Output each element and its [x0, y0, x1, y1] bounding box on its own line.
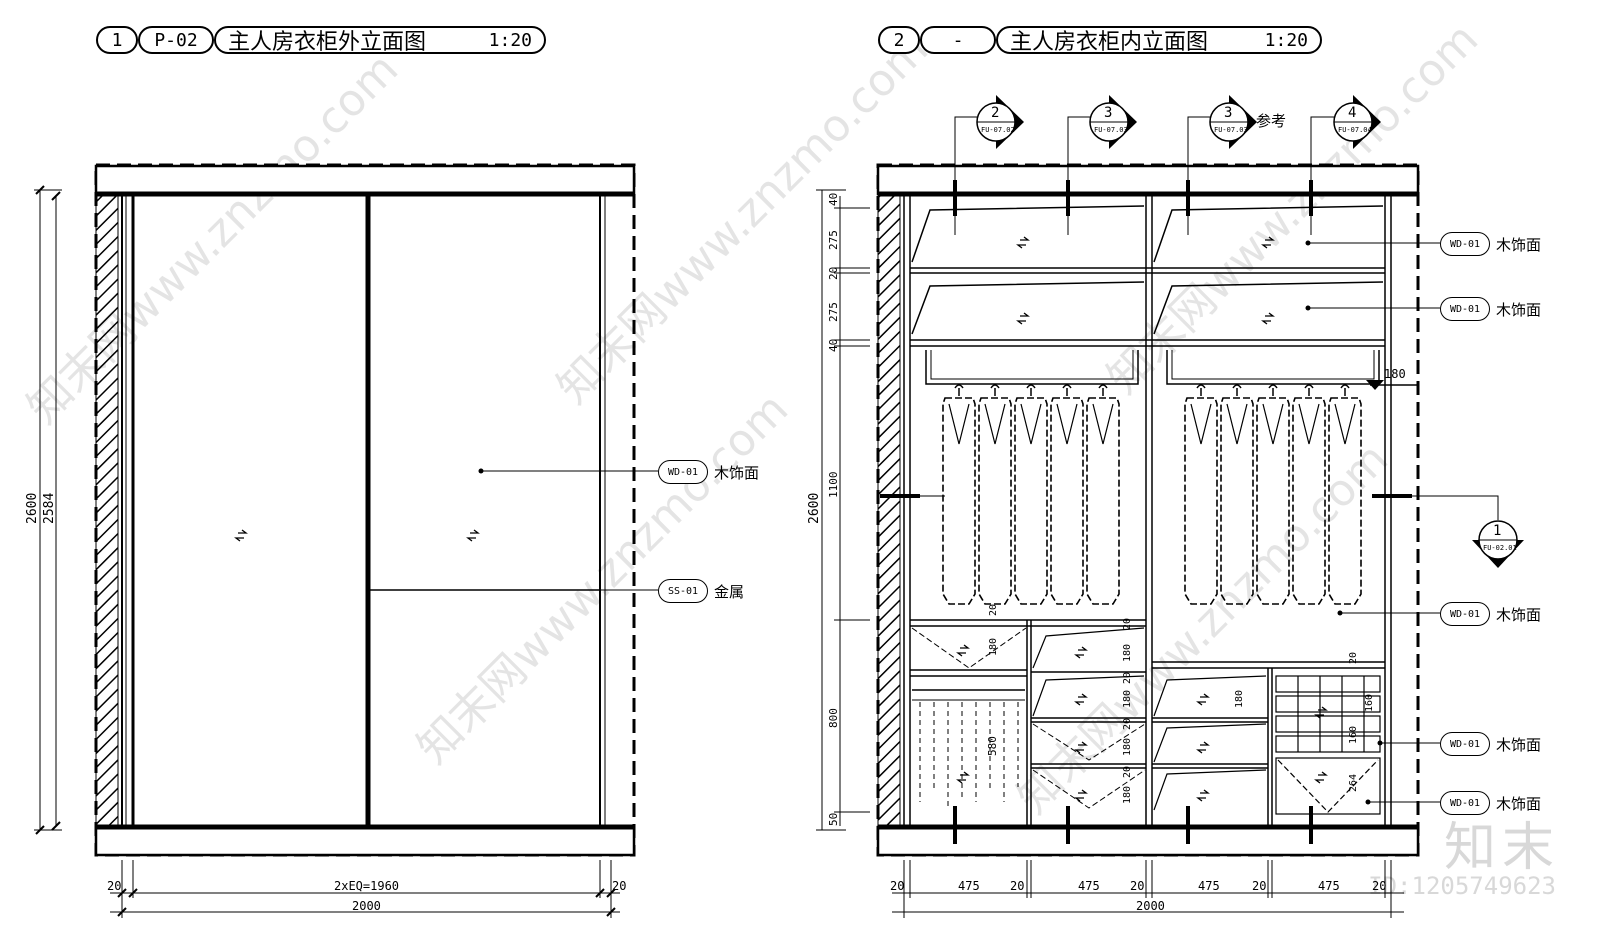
right-callout-5-tag: WD-01 — [1440, 791, 1490, 815]
right-title-ref: - — [920, 26, 996, 54]
section-marker-2: 3 FU-07.03 — [1089, 95, 1137, 149]
right-callout-1-tag: WD-01 — [1440, 232, 1490, 256]
inner-dim-3: 180 — [1122, 644, 1133, 662]
left-dim-span: 2xEQ=1960 — [334, 879, 399, 893]
right-callout-2-tag: WD-01 — [1440, 297, 1490, 321]
section-marker-3-note: 参考 — [1256, 112, 1286, 130]
side-marker-ref: FU-02.01 — [1483, 544, 1517, 552]
right-callout-5: WD-01 木饰面 — [1440, 791, 1541, 815]
left-title-name: 主人房衣柜外立面图 — [228, 30, 427, 55]
inner-dim-4: 20 — [1122, 672, 1133, 684]
right-dim-bottom-2: 20 — [1010, 879, 1024, 893]
right-callout-3: WD-01 木饰面 — [1440, 602, 1541, 626]
left-title-block: 1 P-02 主人房衣柜外立面图 1:20 — [96, 24, 546, 56]
inner-dim-9: 180 — [1122, 786, 1133, 804]
right-title-pill: 主人房衣柜内立面图 1:20 — [996, 26, 1322, 55]
inner-dim-6: 20 — [1122, 718, 1133, 730]
right-dim-seg-1: 275 — [827, 230, 840, 250]
left-callout-metal-tag: SS-01 — [658, 579, 708, 603]
side-marker-num: 1 — [1493, 523, 1501, 539]
inner-dim-10: 580 — [986, 736, 999, 756]
section-marker-3: 3 FU-07.03 参考 — [1209, 95, 1286, 149]
right-dim-bottom-3: 475 — [1078, 879, 1100, 893]
right-callout-4: WD-01 木饰面 — [1440, 732, 1541, 756]
inner-dim-2: 20 — [1122, 618, 1133, 630]
right-dim-bottom-4: 20 — [1130, 879, 1144, 893]
left-dim-total-height: 2600 — [25, 493, 40, 524]
left-title-number: 1 — [96, 26, 138, 54]
inner-dim-1: 180 — [988, 638, 999, 656]
right-dim-total-height: 2600 — [807, 493, 822, 524]
right-title-scale: 1:20 — [1264, 29, 1308, 51]
section-marker-3-num: 3 — [1224, 105, 1232, 121]
left-callout-wood-tag: WD-01 — [658, 460, 708, 484]
right-callout-1-label: 木饰面 — [1496, 235, 1542, 254]
right-callout-3-label: 木饰面 — [1496, 605, 1542, 624]
side-section-marker: 1 FU-02.01 — [1472, 520, 1524, 568]
rod-height-note: 180 — [1384, 367, 1406, 381]
right-callout-1: WD-01 木饰面 — [1440, 232, 1541, 256]
left-title-ref: P-02 — [138, 26, 214, 54]
inner-dim-13: 160 — [1348, 726, 1359, 744]
right-callout-3-tag: WD-01 — [1440, 602, 1490, 626]
right-title-block: 2 - 主人房衣柜内立面图 1:20 — [878, 24, 1322, 56]
right-callout-2: WD-01 木饰面 — [1440, 297, 1541, 321]
right-dim-seg-3: 275 — [827, 302, 840, 322]
right-dim-seg-6: 800 — [827, 708, 840, 728]
left-dim-inner-height: 2584 — [42, 493, 57, 524]
section-marker-2-num: 3 — [1104, 105, 1112, 121]
left-callout-metal: SS-01 金属 — [658, 579, 744, 603]
right-title-name: 主人房衣柜内立面图 — [1010, 30, 1209, 55]
right-title-number: 2 — [878, 26, 920, 54]
inner-dim-14: 264 — [1348, 774, 1359, 792]
inner-dim-7: 180 — [1122, 738, 1133, 756]
section-marker-4-ref: FU-07.04 — [1338, 126, 1372, 134]
section-marker-4: 4 FU-07.04 — [1333, 95, 1381, 149]
right-callout-2-label: 木饰面 — [1496, 300, 1542, 319]
inner-dim-0: 20 — [988, 604, 999, 616]
right-callout-4-tag: WD-01 — [1440, 732, 1490, 756]
right-dim-seg-0: 40 — [827, 193, 840, 206]
inner-dim-5: 180 — [1122, 690, 1133, 708]
section-marker-1: 2 FU-07.02 — [976, 95, 1024, 149]
right-dim-seg-5: 1100 — [827, 472, 840, 499]
left-dim-side-r: 20 — [612, 879, 626, 893]
left-dim-side-l: 20 — [107, 879, 121, 893]
right-dim-bottom-5: 475 — [1198, 879, 1220, 893]
right-dim-bottom-1: 475 — [958, 879, 980, 893]
section-marker-3-ref: FU-07.03 — [1214, 126, 1248, 134]
inner-dim-12: 160 — [1364, 694, 1375, 712]
right-callout-4-label: 木饰面 — [1496, 735, 1542, 754]
right-dim-seg-7: 50 — [827, 813, 840, 826]
section-marker-1-ref: FU-07.02 — [981, 126, 1015, 134]
inner-dim-15: 20 — [1348, 652, 1359, 664]
right-callout-5-label: 木饰面 — [1496, 794, 1542, 813]
inner-dim-11: 180 — [1234, 690, 1245, 708]
left-title-scale: 1:20 — [488, 29, 532, 51]
left-elevation: 2600 2584 20 20 2xEQ=1960 2000 — [25, 163, 658, 918]
watermark-id: ID:1205749623 — [1368, 872, 1556, 900]
left-dim-width: 2000 — [352, 899, 381, 913]
right-dim-bottom-7: 475 — [1318, 879, 1340, 893]
left-callout-wood: WD-01 木饰面 — [658, 460, 759, 484]
inner-dim-8: 20 — [1122, 766, 1133, 778]
right-dim-bottom-6: 20 — [1252, 879, 1266, 893]
section-marker-2-ref: FU-07.03 — [1094, 126, 1128, 134]
left-callout-metal-label: 金属 — [714, 582, 745, 601]
section-marker-4-num: 4 — [1348, 105, 1356, 121]
right-dim-width: 2000 — [1136, 899, 1165, 913]
right-dim-bottom-0: 20 — [890, 879, 904, 893]
right-dim-seg-4: 40 — [827, 339, 840, 352]
right-dim-seg-2: 20 — [827, 267, 840, 280]
left-callout-wood-label: 木饰面 — [714, 463, 760, 482]
section-marker-1-num: 2 — [991, 105, 999, 121]
right-elevation: 180 — [807, 95, 1524, 918]
watermark-brand: 知末 — [1443, 818, 1560, 878]
right-dim-bottom-8: 20 — [1372, 879, 1386, 893]
left-title-pill: 主人房衣柜外立面图 1:20 — [214, 26, 546, 55]
